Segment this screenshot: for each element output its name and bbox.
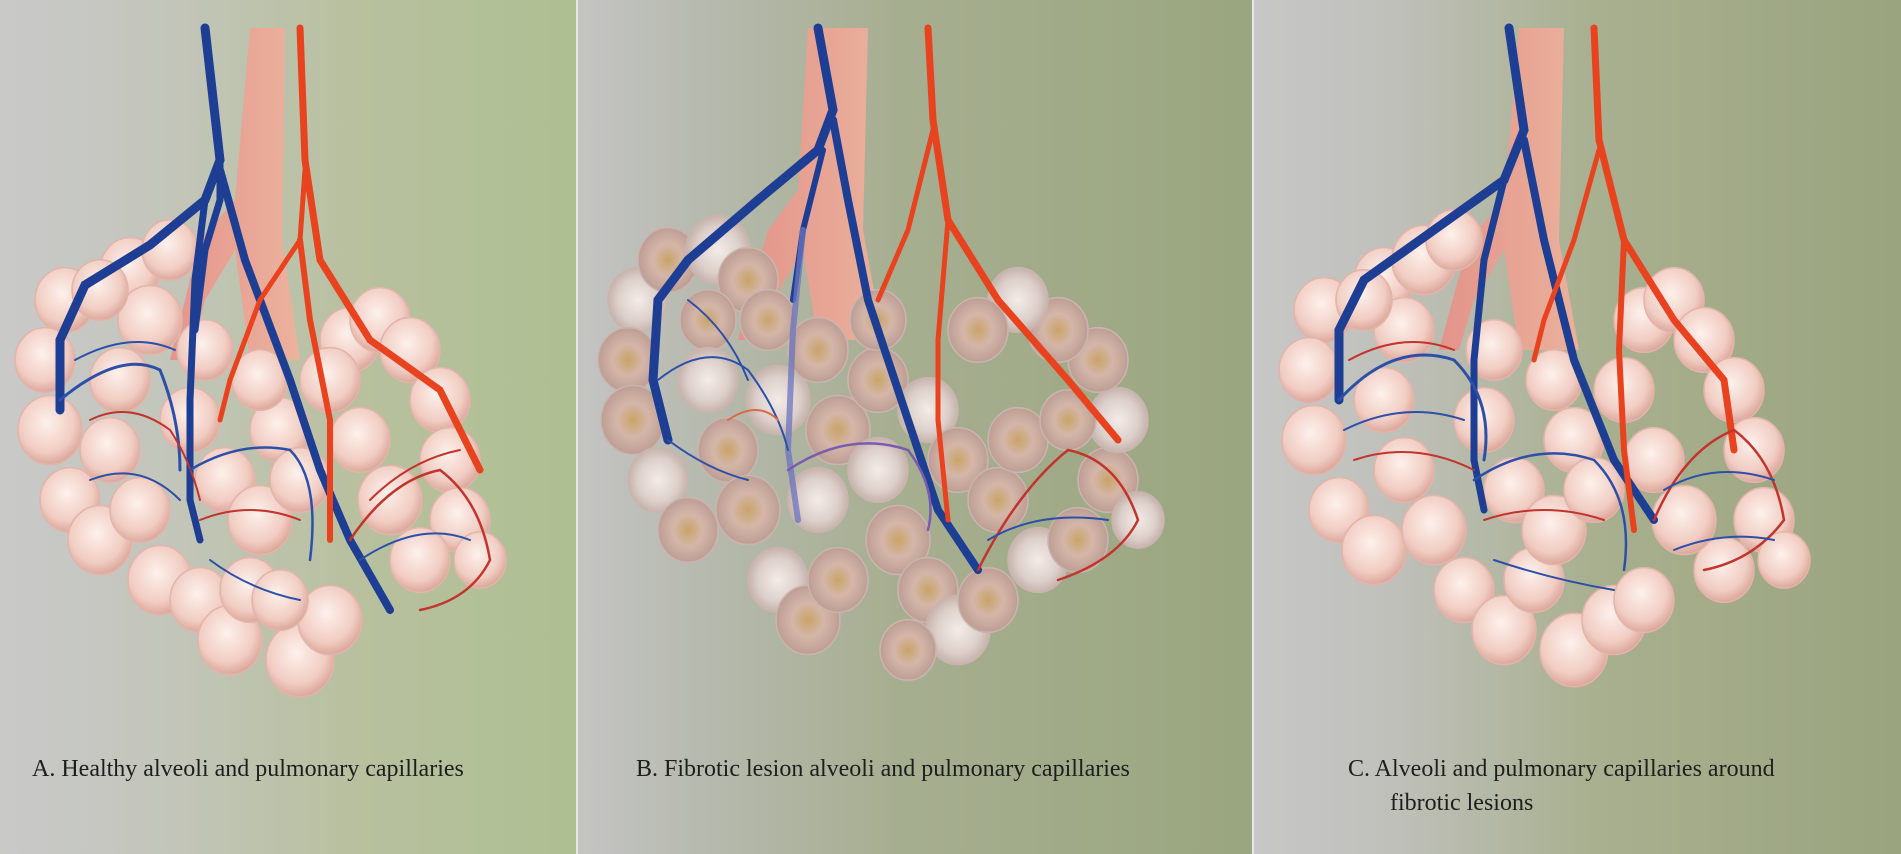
alveolus <box>805 394 871 466</box>
panel-c-around-fibrotic: C. Alveoli and pulmonary capillaries aro… <box>1254 0 1901 854</box>
alveolus <box>745 364 811 436</box>
alveolus <box>1433 556 1495 624</box>
bronchiole <box>738 28 883 340</box>
alveolus <box>389 526 451 594</box>
alveolus <box>1651 484 1717 556</box>
alveolus <box>117 284 183 356</box>
alveolus <box>1353 366 1415 434</box>
alveolus <box>251 569 309 631</box>
alveolus <box>879 619 937 681</box>
alveolus <box>1563 456 1625 524</box>
alveolus <box>847 436 909 504</box>
panel-a-healthy: A. Healthy alveoli and pulmonary capilla… <box>0 0 576 854</box>
bronchiole <box>1439 28 1579 350</box>
alveolus <box>17 394 83 466</box>
alveolus <box>697 416 759 484</box>
alveolus <box>1281 404 1347 476</box>
alveolus <box>357 464 423 536</box>
alveolus <box>329 406 391 474</box>
alveolus <box>627 446 689 514</box>
alveolus <box>1471 594 1537 666</box>
alveolus <box>739 289 797 351</box>
perilesional-alveoli-illustration <box>1278 23 1811 688</box>
alveolus <box>109 476 171 544</box>
alveolus <box>1673 306 1735 374</box>
caption-b: B. Fibrotic lesion alveoli and pulmonary… <box>636 756 1130 782</box>
panel-divider <box>576 0 578 854</box>
alveolus <box>1341 514 1407 586</box>
alveolus <box>1483 456 1545 524</box>
alveolus <box>71 259 129 321</box>
caption-c-line2: fibrotic lesions <box>1390 790 1534 816</box>
alveolus <box>227 484 293 556</box>
capillary-network <box>55 23 492 614</box>
alveolus <box>1401 494 1467 566</box>
caption-a: A. Healthy alveoli and pulmonary capilla… <box>32 756 464 782</box>
alveolus <box>807 546 869 614</box>
alveolus <box>787 466 849 534</box>
alveolus <box>657 496 719 564</box>
alveolus <box>1373 436 1435 504</box>
capillary-network <box>1334 23 1786 591</box>
alveolus <box>597 326 659 394</box>
fibrotic-alveoli-cluster <box>597 214 1165 681</box>
alveolus <box>79 416 141 484</box>
healthy-alveoli-illustration <box>14 23 507 698</box>
alveolus <box>1278 336 1340 404</box>
alveoli-cluster <box>1278 209 1811 688</box>
alveolus <box>957 566 1019 634</box>
alveolus <box>677 346 739 414</box>
caption-c-line1: C. Alveoli and pulmonary capillaries aro… <box>1348 756 1775 782</box>
alveolus <box>947 296 1009 364</box>
alveolus <box>1757 531 1811 589</box>
fibrotic-alveoli-illustration <box>597 23 1165 681</box>
alveolus <box>787 316 849 384</box>
panel-b-fibrotic: B. Fibrotic lesion alveoli and pulmonary… <box>578 0 1252 854</box>
capillary-network <box>648 23 1140 582</box>
alveolus <box>715 474 781 546</box>
panel-divider <box>1252 0 1254 854</box>
alveolus <box>987 406 1049 474</box>
alveolus <box>1613 566 1675 634</box>
alveolus <box>89 346 151 414</box>
alveolus <box>299 346 361 414</box>
alveolus <box>453 531 507 589</box>
alveolus <box>865 504 931 576</box>
caption-c: C. Alveoli and pulmonary capillaries aro… <box>1348 752 1775 820</box>
alveolus <box>176 319 234 381</box>
bronchiole <box>170 28 300 360</box>
